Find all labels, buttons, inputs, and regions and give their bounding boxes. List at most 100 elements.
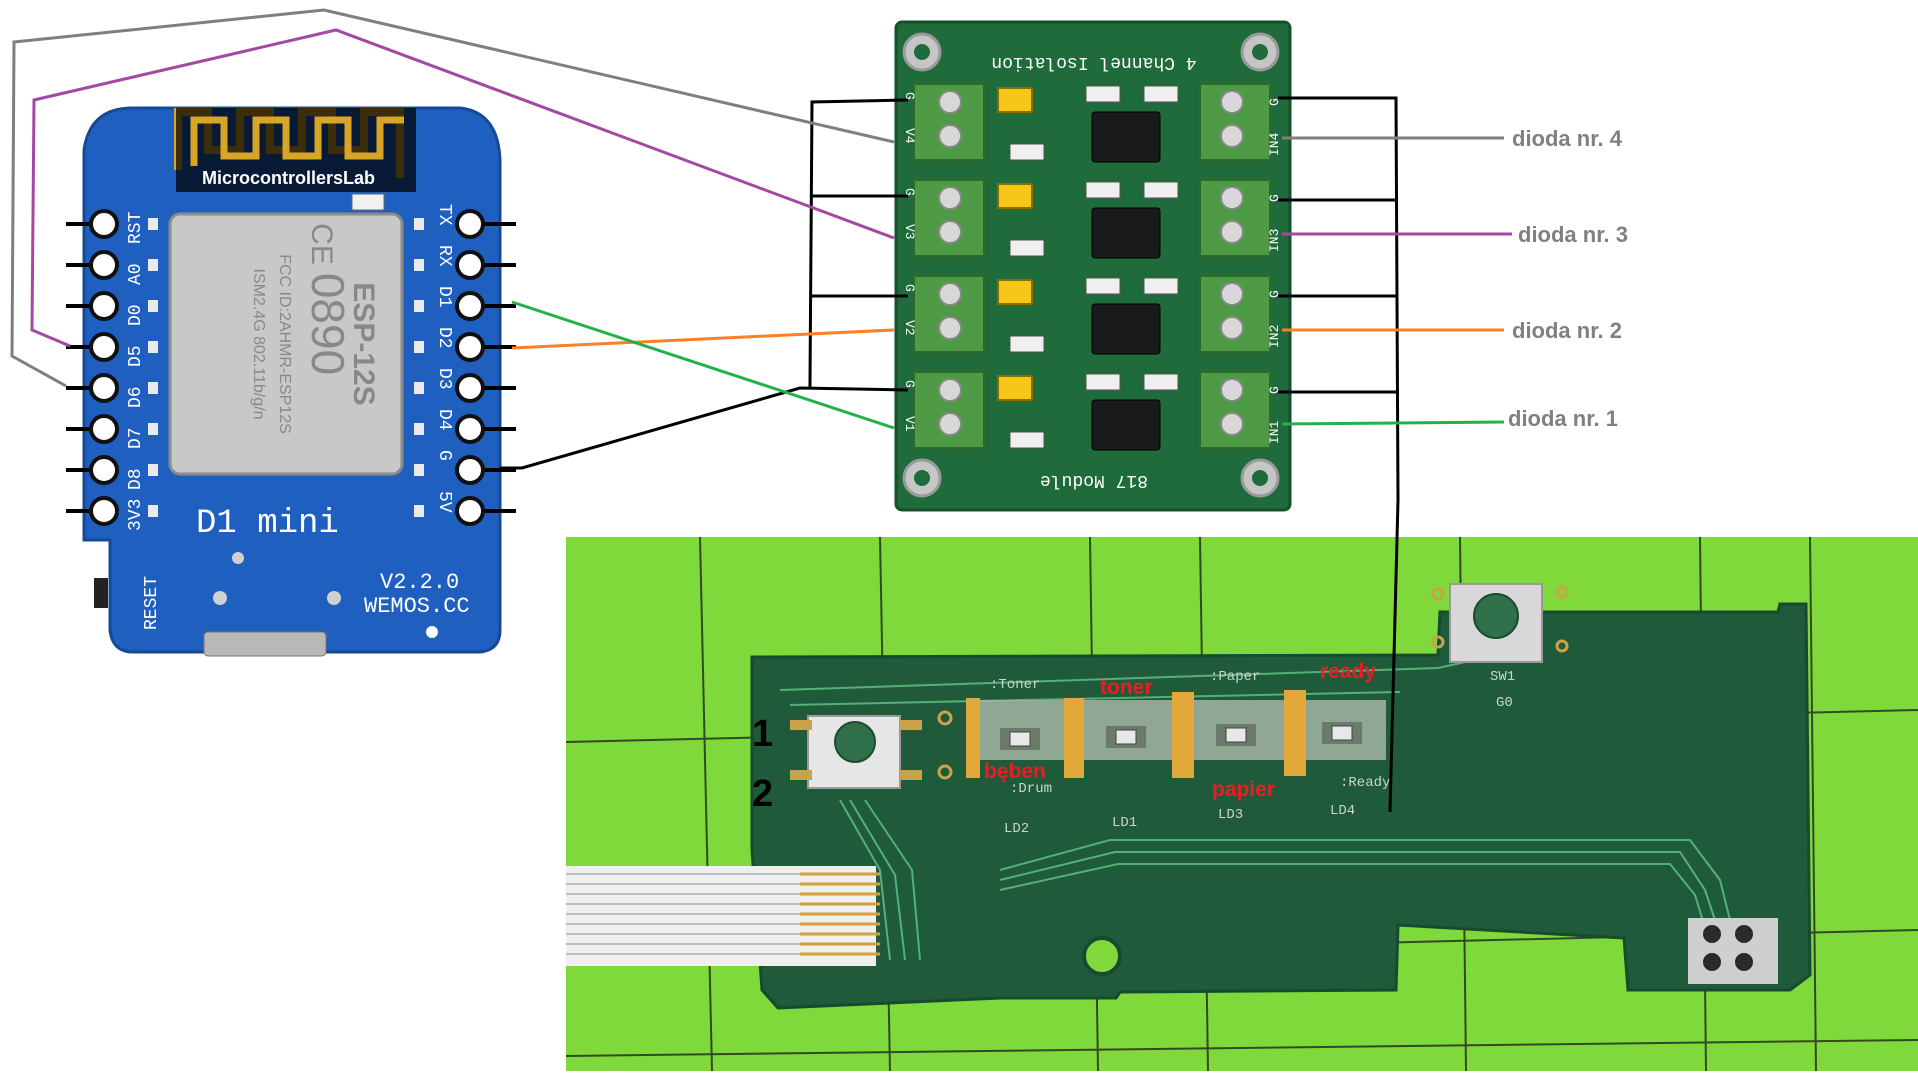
pin-label-right: D2 bbox=[434, 327, 454, 349]
screw-icon bbox=[938, 316, 962, 340]
terminal-v-label: V3 bbox=[902, 224, 917, 240]
module-band: ISM2.4G 802.11b/g/n bbox=[250, 269, 267, 420]
terminal-v-label: V1 bbox=[902, 416, 917, 432]
terminal-in-label: IN4 bbox=[1267, 132, 1282, 156]
resistor bbox=[1085, 373, 1121, 391]
screw-icon bbox=[1220, 90, 1244, 114]
switch-pin-1: 1 bbox=[752, 713, 773, 755]
isolation-channel: G V4 G IN4 bbox=[902, 83, 1282, 163]
pin-pad bbox=[414, 300, 424, 312]
right-pin-holes bbox=[414, 209, 516, 526]
pin-pad bbox=[148, 464, 158, 476]
terminal-g-label: G bbox=[902, 92, 917, 100]
board-website: WEMOS.CC bbox=[364, 594, 470, 619]
terminal-in-label: IN2 bbox=[1267, 325, 1282, 348]
pin-hole-d8 bbox=[89, 455, 119, 485]
diode-label-1: dioda nr. 1 bbox=[1508, 406, 1618, 431]
silk-ld1: LD1 bbox=[1112, 815, 1137, 831]
pin-pad bbox=[414, 218, 424, 230]
terminal-in-label: IN1 bbox=[1267, 420, 1282, 444]
terminal-g-label: G bbox=[1267, 386, 1282, 394]
wire-orange-d2-v2 bbox=[511, 328, 895, 350]
pin-hole-rst bbox=[89, 209, 119, 239]
pin-hole-d2 bbox=[455, 332, 485, 362]
pin-pad bbox=[414, 505, 424, 517]
terminal-g-label: G bbox=[902, 188, 917, 196]
d1-mini-board: MicrocontrollersLab ESP-12S 0890 FCC ID:… bbox=[66, 106, 516, 657]
pin-hole-d3 bbox=[455, 373, 485, 403]
terminal-g-label: G bbox=[1267, 194, 1282, 202]
pin-label-left: D0 bbox=[126, 304, 146, 326]
optocoupler-chip bbox=[1091, 111, 1161, 163]
resistor bbox=[1009, 143, 1045, 161]
pin-hole-rx bbox=[455, 250, 485, 280]
pin-hole-5v bbox=[455, 496, 485, 526]
pin-label-right: D4 bbox=[434, 409, 454, 431]
diode-label-4: dioda nr. 4 bbox=[1512, 126, 1623, 151]
pin-pad bbox=[148, 382, 158, 394]
pin-label-right: TX bbox=[434, 204, 454, 226]
pin-pad bbox=[414, 341, 424, 353]
pin-hole-d5 bbox=[89, 332, 119, 362]
pin-label-right: G bbox=[434, 450, 454, 461]
pin-label-left: D5 bbox=[126, 345, 146, 367]
silk-toner: :Toner bbox=[990, 677, 1040, 693]
ribbon-cable bbox=[566, 866, 880, 966]
terminal-g-label: G bbox=[1267, 290, 1282, 298]
pin-hole-d6 bbox=[89, 373, 119, 403]
pin-pad bbox=[148, 300, 158, 312]
pin-pad bbox=[414, 464, 424, 476]
pin-label-left: D6 bbox=[126, 386, 146, 408]
pin-pad bbox=[414, 259, 424, 271]
pin-hole-3v3 bbox=[89, 496, 119, 526]
pin-label-right: 5V bbox=[434, 491, 454, 513]
terminal-g-label: G bbox=[1267, 98, 1282, 106]
pin-pad bbox=[414, 423, 424, 435]
resistor bbox=[1143, 373, 1179, 391]
pcb-board bbox=[750, 602, 1812, 1010]
board-name: D1 mini bbox=[196, 505, 339, 543]
wire-ground-right-bus bbox=[1278, 96, 1400, 813]
printer-panel: :Toner :Paper :Drum :Ready LD2 LD1 LD3 L… bbox=[565, 536, 1918, 1072]
pin-hole-tx bbox=[455, 209, 485, 239]
resistor bbox=[1143, 181, 1179, 199]
silk-ld3: LD3 bbox=[1218, 807, 1243, 823]
pin-label-left: RST bbox=[126, 211, 146, 244]
wire-ground-left-bus bbox=[808, 98, 909, 388]
resistor bbox=[1009, 239, 1045, 257]
led-label-ready: ready bbox=[1320, 660, 1376, 683]
resistor bbox=[1085, 181, 1121, 199]
pin-pad bbox=[148, 505, 158, 517]
led-label-drum: bęben bbox=[984, 760, 1046, 783]
module-title: 4 Channel Isolation bbox=[991, 52, 1196, 72]
resistor bbox=[1009, 335, 1045, 353]
tactile-switch-left bbox=[790, 710, 953, 789]
resistor bbox=[1085, 277, 1121, 295]
screw-icon bbox=[1220, 124, 1244, 148]
pin-hole-d0 bbox=[89, 291, 119, 321]
gold-pads bbox=[966, 690, 1306, 778]
silk-sw1: SW1 bbox=[1490, 669, 1515, 685]
screw-icon bbox=[1220, 220, 1244, 244]
pin-label-right: RX bbox=[434, 245, 454, 267]
silk-g0: G0 bbox=[1496, 695, 1513, 711]
pin-hole-d7 bbox=[89, 414, 119, 444]
pin-pad bbox=[414, 382, 424, 394]
reset-label: RESET bbox=[142, 576, 162, 630]
terminal-g-label: G bbox=[902, 380, 917, 388]
jumper bbox=[997, 279, 1033, 305]
screw-icon bbox=[938, 282, 962, 306]
pin-label-left: D8 bbox=[126, 468, 146, 490]
screw-icon bbox=[938, 124, 962, 148]
wire-diode-1 bbox=[1281, 420, 1505, 426]
pin-hole-a0 bbox=[89, 250, 119, 280]
jumper bbox=[997, 87, 1033, 113]
module-name: ESP-12S bbox=[347, 282, 380, 405]
terminal-v-label: V4 bbox=[902, 128, 917, 144]
silk-paper: :Paper bbox=[1210, 669, 1260, 685]
diode-label-2: dioda nr. 2 bbox=[1512, 318, 1622, 343]
screw-icon bbox=[1220, 378, 1244, 402]
